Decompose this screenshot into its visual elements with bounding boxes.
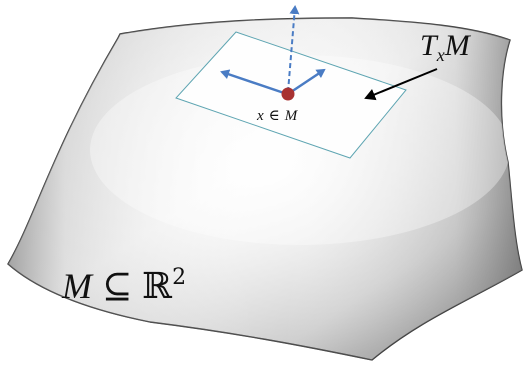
pointer-arrow-icon [364,68,438,101]
tangent-vector-right-icon [290,68,326,94]
tangent-vector-left-icon [220,69,288,96]
point-label: x∈M [256,106,299,124]
point-x [281,87,295,101]
dashed-normal-arrow-icon [287,5,300,93]
manifold-label: M⊆ℝ2 [61,265,186,307]
tangent-space-label: TxM [420,29,472,65]
